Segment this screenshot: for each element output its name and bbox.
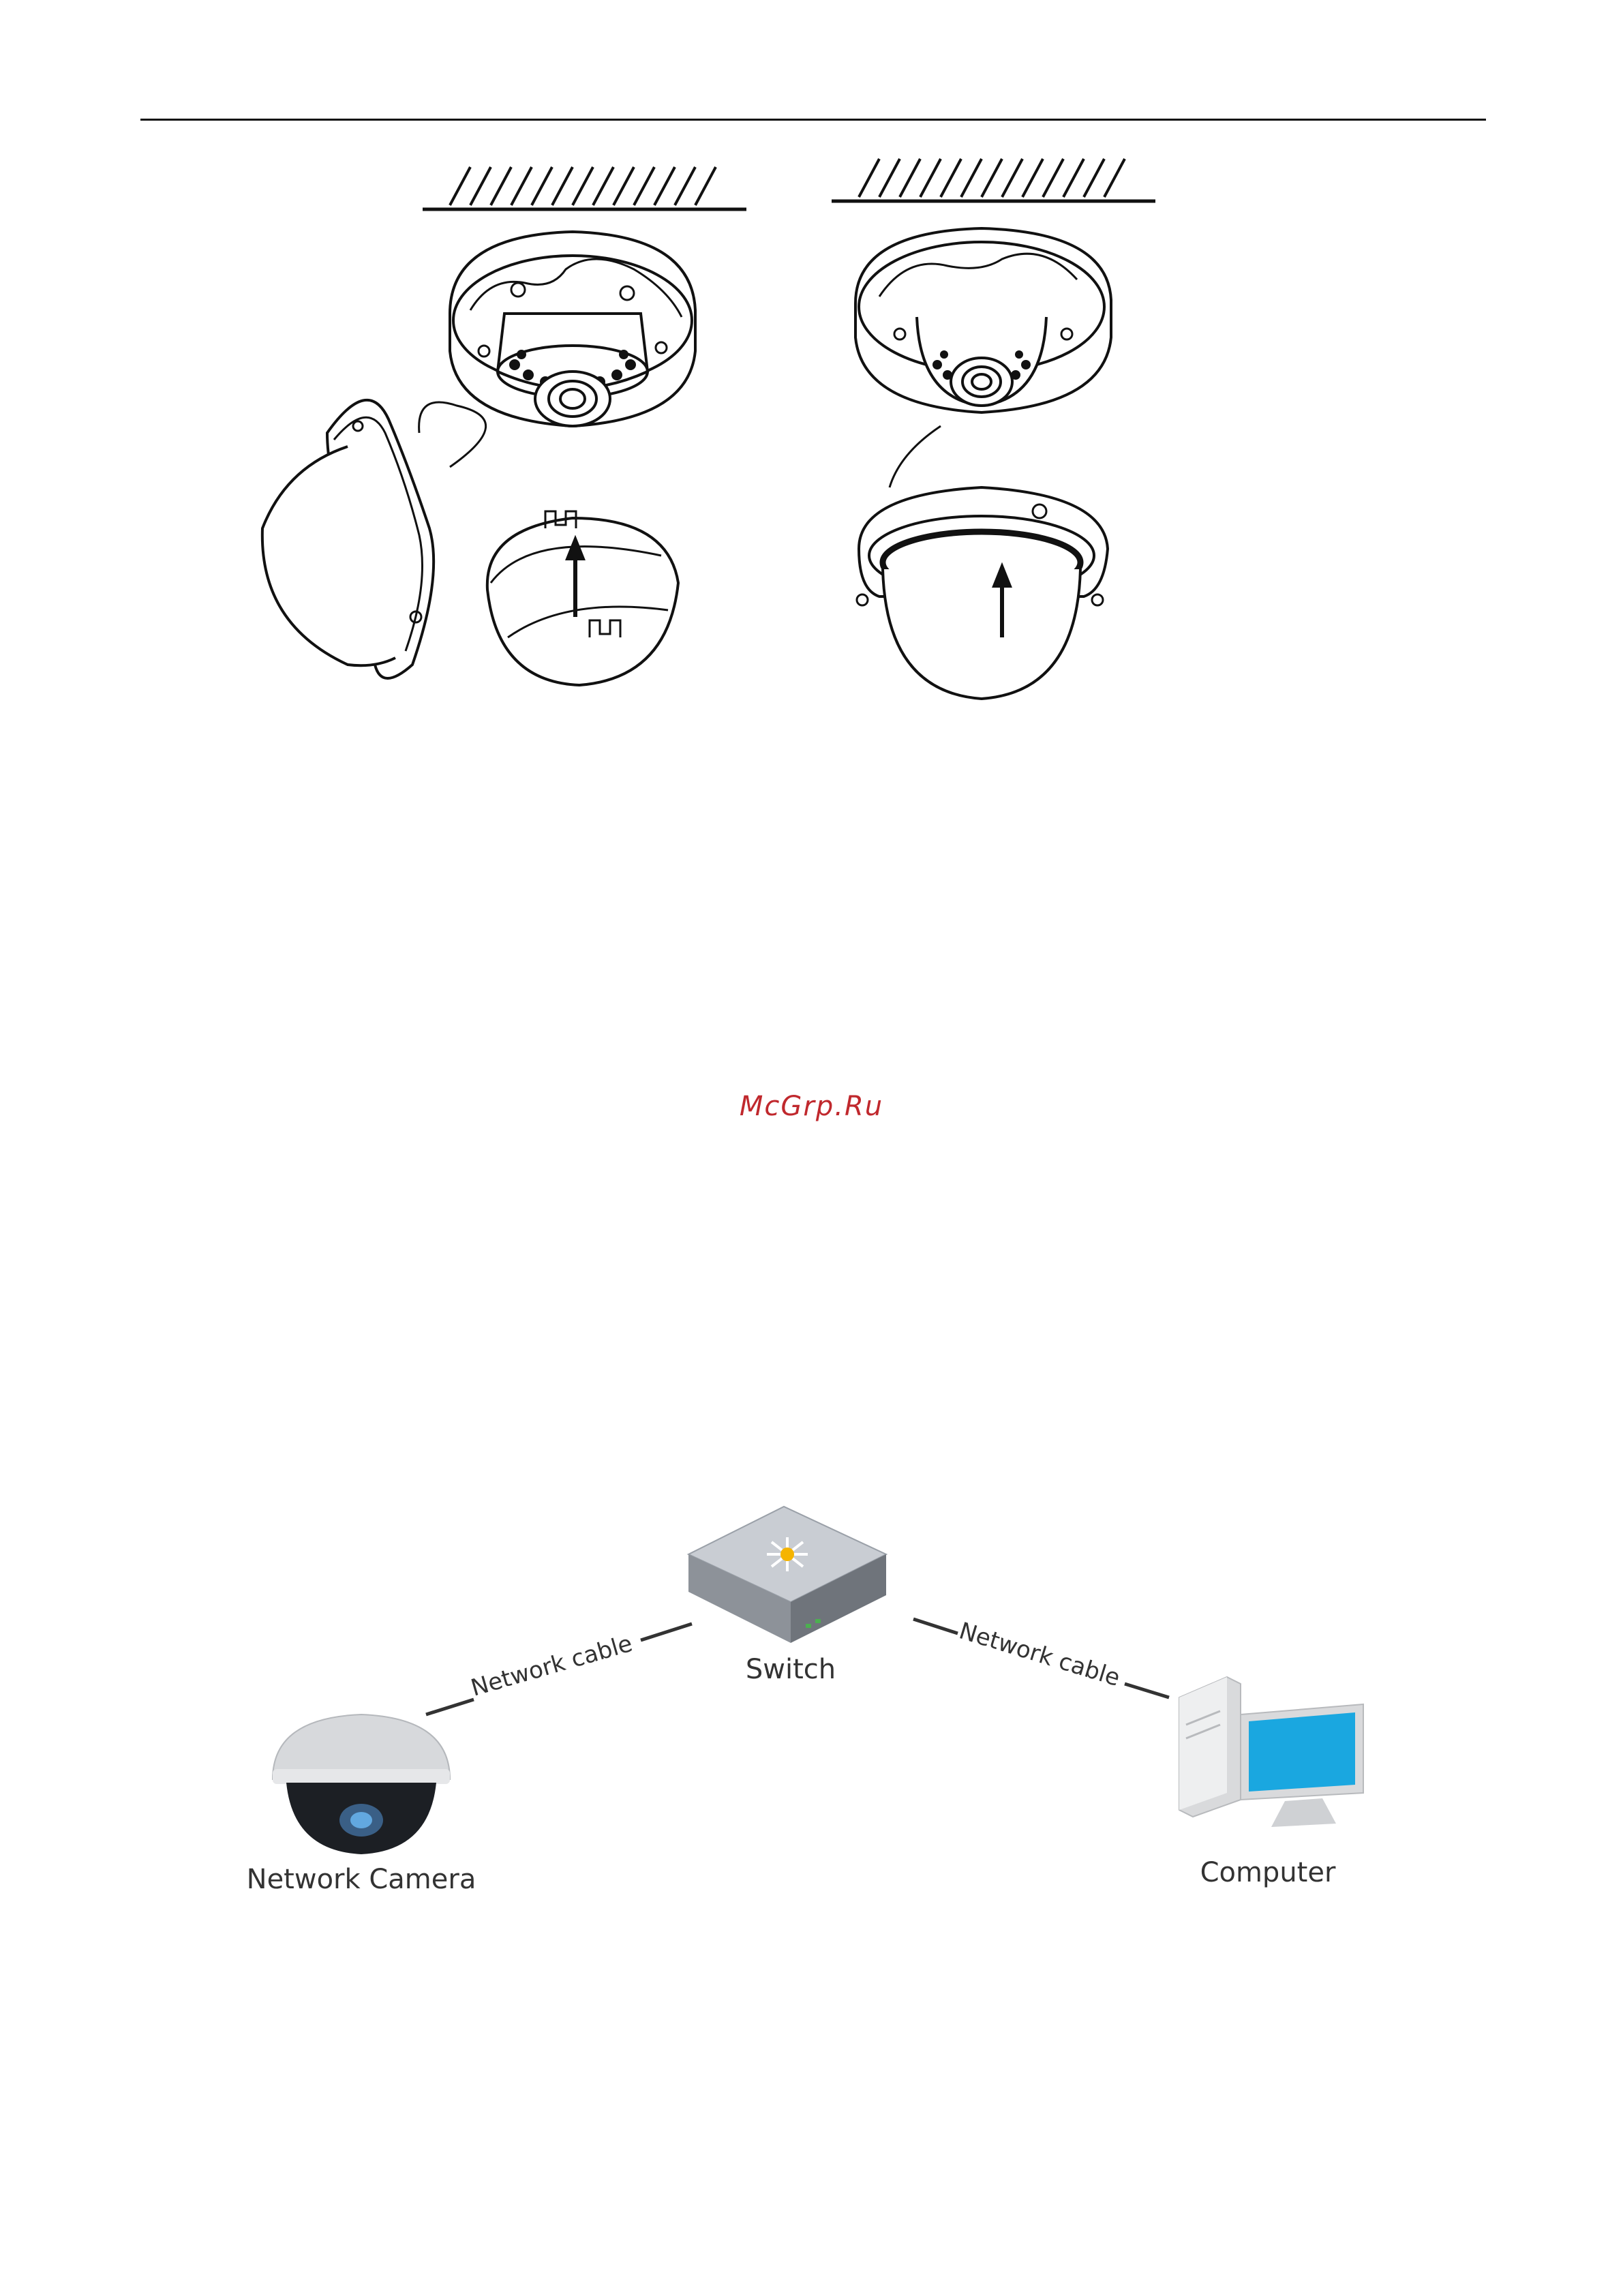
cable-left-label: Network cable xyxy=(468,1630,635,1702)
network-connection-diagram: Network cable Network cable Switch Netwo… xyxy=(218,1479,1404,1902)
watermark: McGrp.Ru xyxy=(0,1091,1623,1122)
switch-icon xyxy=(688,1507,886,1643)
network-camera-icon xyxy=(273,1715,450,1854)
camera-base-left-icon xyxy=(450,232,695,426)
inner-shroud-icon xyxy=(487,511,678,685)
computer-icon xyxy=(1179,1677,1363,1827)
switch-label: Switch xyxy=(746,1654,836,1685)
dome-cover-open-icon xyxy=(262,400,486,678)
dome-cover-attached-icon xyxy=(857,426,1108,699)
computer-label: Computer xyxy=(1200,1857,1336,1888)
header-rule xyxy=(140,119,1486,121)
ceiling-left-icon xyxy=(423,167,746,209)
ceiling-right-icon xyxy=(832,159,1155,201)
camera-base-right-icon xyxy=(855,228,1111,412)
network-camera-label: Network Camera xyxy=(247,1864,476,1895)
dome-camera-install-illustration xyxy=(245,147,1200,719)
cable-right-label: Network cable xyxy=(956,1617,1123,1692)
